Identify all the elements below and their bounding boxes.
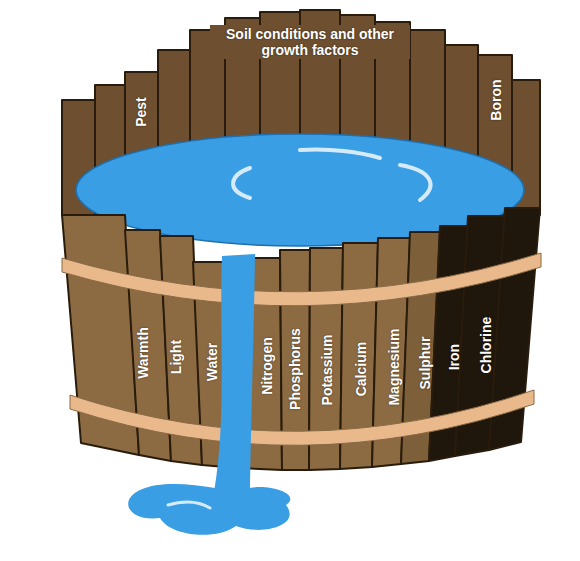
- water-highlights: [233, 149, 430, 200]
- stave-label: Chlorine: [478, 317, 494, 374]
- water-highlight: [300, 149, 380, 158]
- stave-label: Pest: [133, 97, 149, 127]
- water-highlight: [168, 502, 210, 508]
- stave-label: Light: [168, 340, 184, 374]
- stave-label: Potassium: [319, 335, 335, 406]
- stave-label: Phosphorus: [287, 328, 303, 410]
- barrel-hoop: [62, 253, 541, 306]
- water-puddle: [128, 484, 290, 535]
- growth-factor-label: Soil conditions and other growth factors: [210, 25, 410, 59]
- stave-label: Magnesium: [386, 329, 402, 406]
- front-staves: [62, 208, 540, 470]
- water-highlight: [233, 168, 250, 198]
- water-stream: [214, 254, 255, 492]
- stave-label: Warmth: [135, 327, 151, 379]
- water-highlight: [400, 165, 430, 200]
- stave-label: Nitrogen: [259, 337, 275, 395]
- stave-label: Water: [204, 343, 220, 381]
- stave-label: Boron: [487, 79, 503, 120]
- stave-label: Iron: [446, 344, 462, 370]
- stave-label: Sulphur: [417, 337, 433, 390]
- stave-label: Calcium: [353, 342, 369, 396]
